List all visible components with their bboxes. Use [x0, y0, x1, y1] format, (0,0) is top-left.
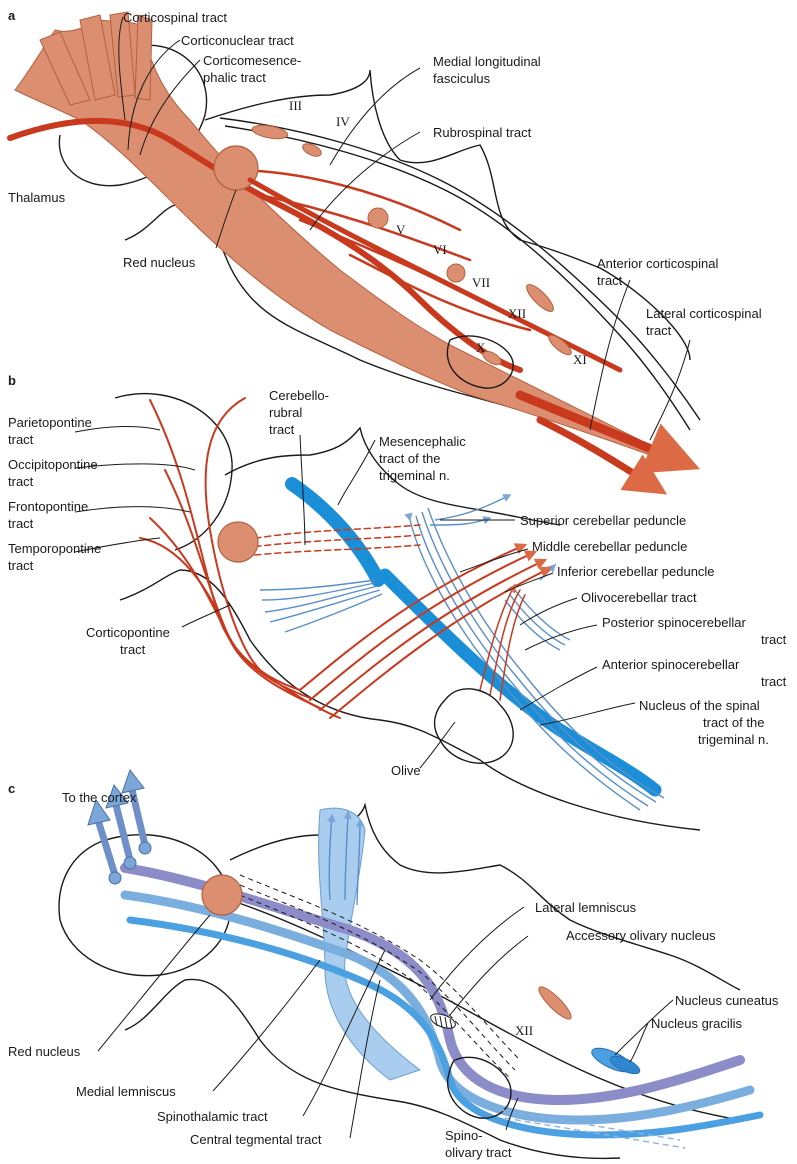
cerebellorubral-tract — [245, 525, 420, 556]
spinothalamic-bundle — [319, 808, 420, 1080]
label-nerve-iii: III — [289, 98, 302, 113]
nucleus-xii — [523, 281, 557, 315]
label-lateral-cs-1: Lateral corticospinal — [646, 306, 762, 321]
panel-c-letter: c — [8, 781, 15, 796]
leader-olivocerebellar — [520, 598, 577, 625]
label-rubrospinal: Rubrospinal tract — [433, 125, 532, 140]
label-nerve-iv: IV — [336, 114, 350, 129]
label-parietopontine-1: Parietopontine — [8, 415, 92, 430]
label-superior-cp: Superior cerebellar peduncle — [520, 513, 686, 528]
label-corticopontine-1: Corticopontine — [86, 625, 170, 640]
label-central-tegmental: Central tegmental tract — [190, 1132, 322, 1147]
panel-a: a — [8, 8, 762, 490]
label-posterior-sc-2: tract — [761, 632, 787, 647]
leader-lateral-cs — [650, 340, 690, 440]
label-nerve-xi: XI — [573, 352, 587, 367]
label-to-cortex: To the cortex — [62, 790, 137, 805]
leader-anterior-sc — [520, 667, 597, 710]
label-nucleus-gracilis: Nucleus gracilis — [651, 1016, 743, 1031]
label-frontopontine-1: Frontopontine — [8, 499, 88, 514]
label-frontopontine-2: tract — [8, 516, 34, 531]
label-cerebellorubral-2: rubral — [269, 405, 302, 420]
label-corticomesen-2: phalic tract — [203, 70, 266, 85]
label-middle-cp: Middle cerebellar peduncle — [532, 539, 687, 554]
label-accessory-olivary: Accessory olivary nucleus — [566, 928, 716, 943]
leader-anterior-cs — [590, 280, 630, 430]
olive-b — [435, 689, 514, 763]
red-nucleus-c — [202, 875, 242, 915]
label-posterior-sc-1: Posterior spinocerebellar — [602, 615, 746, 630]
nucleus-iv — [301, 141, 323, 159]
nucleus-iii — [251, 123, 289, 141]
label-spino-olivary-1: Spino- — [445, 1128, 483, 1143]
label-red-nucleus-a: Red nucleus — [123, 255, 196, 270]
label-nerve-xii: XII — [508, 306, 526, 321]
panel-c: c — [8, 770, 779, 1160]
label-thalamus: Thalamus — [8, 190, 66, 205]
red-nucleus-b — [218, 522, 258, 562]
label-corticonuclear: Corticonuclear tract — [181, 33, 294, 48]
label-nerve-x: X — [476, 340, 486, 355]
label-spino-olivary-2: olivary tract — [445, 1145, 512, 1160]
label-olivocerebellar: Olivocerebellar tract — [581, 590, 697, 605]
panel-b: b — [8, 373, 787, 830]
label-mesencephalic-3: trigeminal n. — [379, 468, 450, 483]
label-spinal-trig-3: trigeminal n. — [698, 732, 769, 747]
label-spinothalamic: Spinothalamic tract — [157, 1109, 268, 1124]
label-anterior-cs-1: Anterior corticospinal — [597, 256, 718, 271]
leader-lateral-lemniscus — [430, 907, 524, 1000]
label-spinal-trig-2: tract of the — [703, 715, 764, 730]
label-cerebellorubral-3: tract — [269, 422, 295, 437]
label-anterior-sc-2: tract — [761, 674, 787, 689]
label-nerve-v: V — [396, 222, 406, 237]
panel-a-letter: a — [8, 8, 16, 23]
leader-medial-lemniscus — [213, 960, 320, 1091]
label-mlf-2: fasciculus — [433, 71, 491, 86]
label-nerve-vi: VI — [433, 242, 447, 257]
label-nucleus-cuneatus: Nucleus cuneatus — [675, 993, 779, 1008]
label-medial-lemniscus: Medial lemniscus — [76, 1084, 176, 1099]
nucleus-vii — [447, 264, 465, 282]
nucleus-xii-c — [535, 983, 575, 1023]
label-corticospinal: Corticospinal tract — [123, 10, 227, 25]
label-spinal-trig-1: Nucleus of the spinal — [639, 698, 760, 713]
label-anterior-cs-2: tract — [597, 273, 623, 288]
label-cerebellorubral-1: Cerebello- — [269, 388, 329, 403]
leader-posterior-sc — [525, 625, 597, 650]
leader-frontopontine — [75, 507, 190, 512]
label-temporopontine-2: tract — [8, 558, 34, 573]
label-mesencephalic-2: tract of the — [379, 451, 440, 466]
label-nerve-xii-c: XII — [515, 1023, 533, 1038]
leader-nucleus-gracilis — [630, 1023, 648, 1062]
label-corticopontine-2: tract — [120, 642, 146, 657]
label-occipitopontine-2: tract — [8, 474, 34, 489]
leader-mesencephalic — [338, 440, 375, 505]
label-mesencephalic-1: Mesencephalic — [379, 434, 466, 449]
label-lateral-lemniscus: Lateral lemniscus — [535, 900, 637, 915]
label-temporopontine-1: Temporopontine — [8, 541, 101, 556]
label-lateral-cs-2: tract — [646, 323, 672, 338]
nucleus-v — [368, 208, 388, 228]
label-mlf-1: Medial longitudinal — [433, 54, 541, 69]
label-anterior-sc-1: Anterior spinocerebellar — [602, 657, 740, 672]
panel-b-letter: b — [8, 373, 16, 388]
leader-red-nucleus-c — [98, 915, 210, 1051]
label-nerve-vii: VII — [472, 275, 490, 290]
label-olive: Olive — [391, 763, 421, 778]
leader-accessory-olivary — [450, 936, 528, 1015]
label-parietopontine-2: tract — [8, 432, 34, 447]
cortex-b-outline — [115, 394, 232, 550]
label-red-nucleus-c: Red nucleus — [8, 1044, 81, 1059]
label-occipitopontine-1: Occipitopontine — [8, 457, 98, 472]
trigeminal-fan — [260, 580, 382, 632]
label-inferior-cp: Inferior cerebellar peduncle — [557, 564, 715, 579]
label-corticomesen-1: Corticomesence- — [203, 53, 301, 68]
